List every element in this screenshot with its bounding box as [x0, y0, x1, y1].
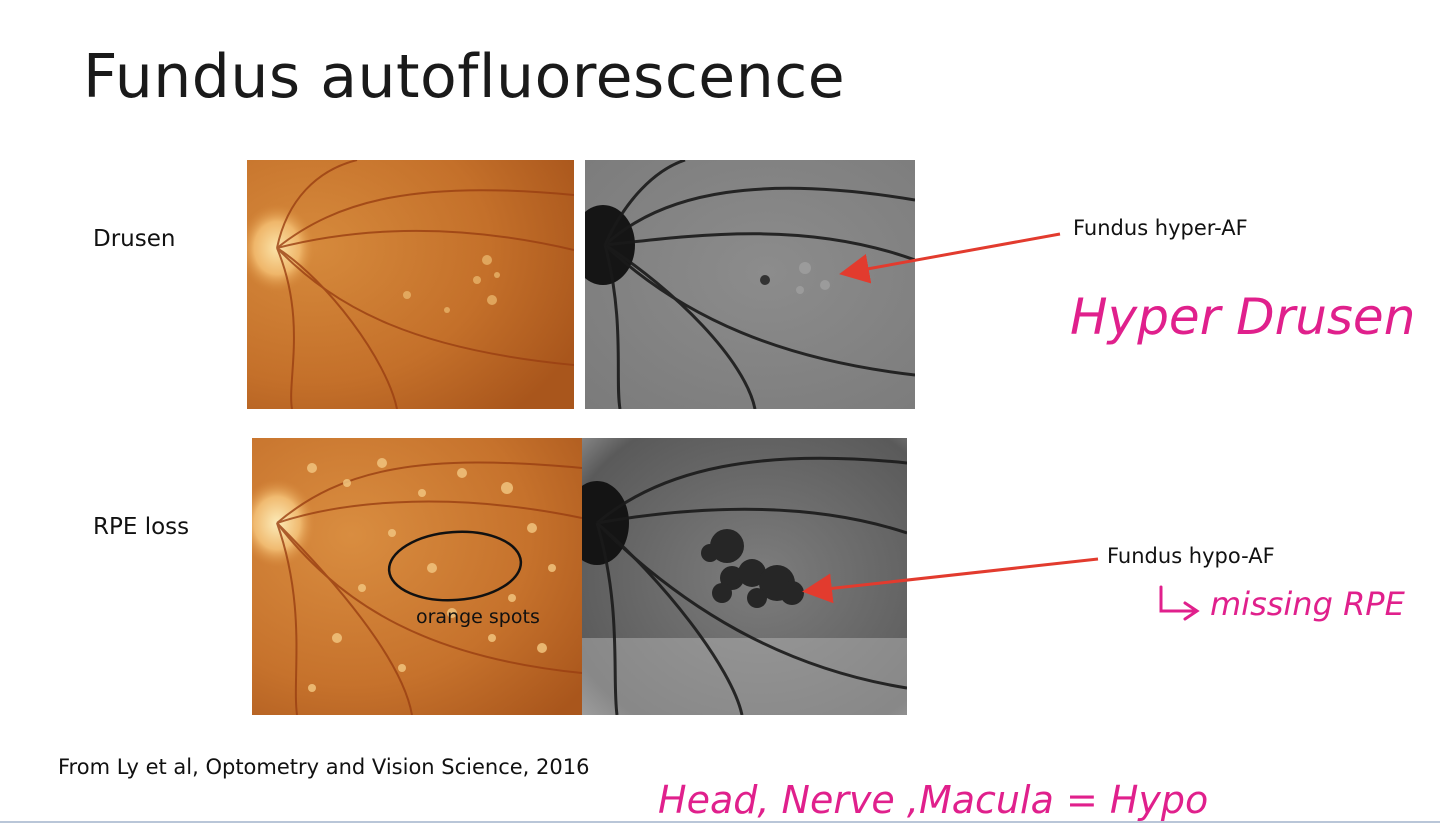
handwritten-bottom-note: Head, Nerve ,Macula = Hypo: [658, 778, 1209, 822]
row-label-drusen: Drusen: [93, 226, 176, 252]
row-label-rpe-loss: RPE loss: [93, 514, 190, 540]
handwritten-orange-spots: orange spots: [416, 606, 540, 628]
arrow-hypo-af: [802, 557, 1099, 604]
annotation-hypo-af: Fundus hypo-AF: [1107, 544, 1275, 568]
arrow-hyper-af: [839, 232, 1061, 284]
fundus-color-photo-rpe-loss: [252, 438, 582, 715]
handwritten-arrow-icon: [1159, 585, 1200, 621]
annotation-hyper-af: Fundus hyper-AF: [1073, 216, 1248, 240]
source-citation: From Ly et al, Optometry and Vision Scie…: [58, 755, 590, 779]
fundus-autofluorescence-hyper-image: [585, 160, 915, 409]
fundus-color-photo-drusen: [247, 160, 574, 409]
slide-bottom-rule: [0, 821, 1440, 823]
slide-title: Fundus autofluorescence: [83, 42, 846, 112]
fundus-autofluorescence-hypo-image: [582, 438, 907, 715]
handwritten-hyper-drusen: Hyper Drusen: [1070, 288, 1416, 346]
handwritten-missing-rpe: missing RPE: [1210, 585, 1405, 623]
